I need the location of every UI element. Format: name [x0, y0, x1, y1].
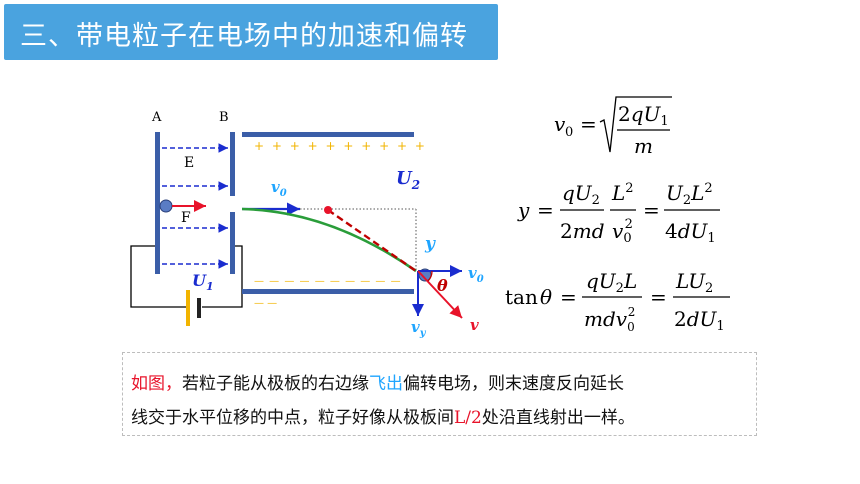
circuit-wire	[202, 245, 243, 308]
minus-charges: — — — — — — — — — —	[254, 276, 402, 287]
svg-text:=: =	[560, 285, 577, 309]
field-e-label: E	[184, 155, 194, 171]
formula-tan: tan θ = qU2L mdv02 = LU2 2dU1	[505, 269, 730, 334]
note-text: 处沿直线射出一样。	[481, 408, 635, 428]
svg-text:v02: v02	[612, 217, 633, 246]
svg-text:U2L2: U2L2	[666, 181, 713, 208]
plate-b-label: B	[219, 110, 229, 125]
note-highlight-red: L/2	[454, 408, 482, 428]
note-text: 若粒子能从极板的右边缘	[182, 374, 369, 394]
svg-text:qU2L: qU2L	[586, 269, 637, 296]
plate-b-upper	[230, 132, 235, 196]
circuit-wire	[130, 245, 186, 308]
field-f-label: F	[181, 210, 191, 226]
v0-top-label: v0	[271, 178, 287, 199]
vy-label: vy	[411, 318, 427, 339]
v-label: v	[470, 316, 479, 334]
svg-text:qU2: qU2	[562, 181, 600, 208]
battery-long-plate	[186, 290, 190, 326]
plus-charges: + + + + + + + + + +	[254, 139, 427, 153]
svg-text:y: y	[517, 198, 530, 222]
v0-right-label: v0	[468, 264, 484, 285]
svg-text:=: =	[643, 198, 660, 222]
deflection-plate-top	[242, 132, 414, 137]
svg-text:θ: θ	[540, 285, 552, 309]
note-line-2: 线交于水平位移的中点，粒子好像从极板间L/2处沿直线射出一样。	[131, 403, 635, 428]
u1-label: U1	[192, 271, 214, 293]
battery-short-plate	[197, 298, 201, 318]
plate-b-lower	[230, 212, 235, 274]
note-line-1: 如图，若粒子能从极板的右边缘飞出偏转电场，则末速度反向延长	[131, 369, 624, 394]
title-bar: 三、带电粒子在电场中的加速和偏转	[4, 4, 498, 60]
formula-y: y = qU2 2md L2 v02 = U2L2 4dU1	[517, 181, 720, 246]
plate-a-label: A	[151, 110, 162, 125]
plate-a	[155, 132, 160, 274]
deflection-plate-bottom	[242, 289, 414, 294]
svg-text:LU2: LU2	[675, 269, 713, 296]
svg-text:v: v	[554, 112, 566, 136]
y-label: y	[424, 234, 436, 254]
svg-text:2md: 2md	[560, 219, 605, 243]
note-highlight-blue: 飞出	[369, 374, 403, 394]
svg-text:2qU1: 2qU1	[618, 102, 669, 129]
note-text: 偏转电场，则末速度反向延长	[403, 374, 624, 394]
u2-label: U2	[396, 168, 420, 192]
svg-text:tan: tan	[505, 285, 538, 309]
svg-text:=: =	[650, 285, 667, 309]
svg-text:2dU1: 2dU1	[674, 307, 725, 334]
minus-charges-extra: — —	[254, 298, 277, 309]
midpoint-dot	[324, 206, 332, 214]
svg-text:=: =	[537, 198, 554, 222]
svg-text:m: m	[634, 134, 653, 158]
svg-text:4dU1: 4dU1	[665, 219, 716, 246]
svg-text:=: =	[580, 112, 597, 136]
theta-arc	[427, 270, 433, 282]
v-arrow	[417, 270, 463, 319]
theta-label: θ	[437, 276, 448, 295]
note-highlight-red: 如图，	[131, 374, 182, 394]
svg-text:0: 0	[565, 125, 573, 140]
svg-text:mdv02: mdv02	[584, 305, 635, 334]
formula-v0: v 0 = 2qU1 m	[554, 96, 672, 158]
page-title: 三、带电粒子在电场中的加速和偏转	[20, 21, 468, 52]
note-box: 如图，若粒子能从极板的右边缘飞出偏转电场，则末速度反向延长 线交于水平位移的中点…	[122, 352, 757, 436]
extension-line	[327, 209, 417, 272]
svg-text:L2: L2	[611, 181, 634, 205]
note-text: 线交于水平位移的中点，粒子好像从极板间	[131, 408, 454, 428]
